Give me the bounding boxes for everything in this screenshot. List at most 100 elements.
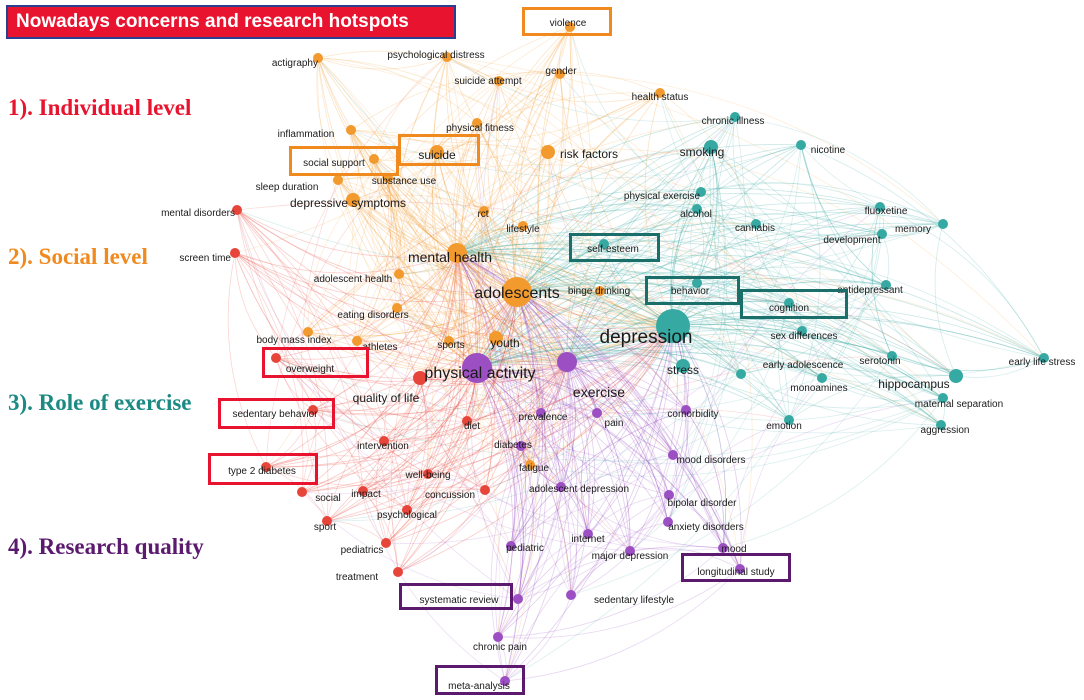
network-edge bbox=[700, 191, 944, 399]
network-edge bbox=[456, 252, 942, 426]
keyword-node-longitudinal-study bbox=[735, 564, 745, 574]
network-edge bbox=[510, 409, 687, 547]
keyword-label: chronic illness bbox=[702, 116, 765, 127]
network-edge bbox=[265, 455, 429, 475]
network-edge bbox=[603, 213, 883, 245]
network-edge bbox=[891, 355, 1045, 372]
network-edge bbox=[495, 325, 674, 349]
network-edge bbox=[466, 151, 549, 422]
network-edge bbox=[696, 282, 942, 426]
network-edge bbox=[406, 377, 427, 511]
network-edge bbox=[566, 361, 669, 523]
keyword-node-early-adolescence bbox=[736, 369, 746, 379]
network-edge bbox=[596, 290, 610, 414]
network-edge bbox=[406, 151, 457, 511]
network-edge bbox=[603, 240, 1045, 359]
network-edge bbox=[516, 282, 957, 377]
highlight-box-meta-analysis bbox=[435, 665, 525, 695]
keyword-label: pediatric bbox=[506, 543, 544, 554]
network-edge bbox=[373, 158, 401, 275]
network-edge bbox=[566, 208, 698, 363]
network-edge bbox=[667, 454, 678, 523]
network-edge bbox=[566, 281, 887, 363]
network-edge bbox=[740, 284, 887, 375]
network-edge bbox=[431, 56, 478, 369]
keyword-node-fatigue bbox=[525, 460, 535, 470]
network-edge bbox=[373, 56, 448, 160]
keyword-label: internet bbox=[571, 534, 605, 545]
network-edge bbox=[326, 252, 458, 522]
keyword-label: type 2 diabetes bbox=[228, 466, 296, 477]
network-edge bbox=[871, 206, 893, 357]
network-edge bbox=[398, 73, 561, 275]
network-edge bbox=[800, 144, 944, 225]
network-edge bbox=[446, 56, 674, 327]
network-edge bbox=[326, 520, 387, 544]
network-edge bbox=[456, 151, 549, 254]
network-edge bbox=[667, 325, 689, 523]
keyword-node-screen-time bbox=[230, 248, 240, 258]
keyword-node-risk-factors bbox=[541, 145, 555, 159]
network-edge bbox=[350, 129, 485, 212]
network-edge bbox=[456, 209, 757, 254]
network-edge bbox=[385, 454, 674, 544]
network-edge bbox=[497, 568, 741, 639]
network-edge bbox=[387, 177, 568, 363]
network-edge bbox=[275, 357, 568, 387]
network-edge bbox=[659, 92, 753, 570]
network-edge bbox=[476, 367, 589, 535]
keyword-label: mental disorders bbox=[161, 208, 235, 219]
network-edge bbox=[800, 144, 957, 377]
level-role-of-exercise: 3). Role of exercise bbox=[8, 390, 192, 415]
network-edge bbox=[356, 340, 542, 414]
network-edge bbox=[510, 325, 674, 547]
network-edge bbox=[476, 122, 631, 552]
keyword-node-fluoxetine bbox=[875, 202, 885, 212]
network-edge bbox=[566, 333, 957, 377]
network-edge bbox=[387, 177, 450, 342]
network-edge bbox=[510, 412, 544, 547]
keyword-node-social-support bbox=[369, 154, 379, 164]
network-edge bbox=[406, 367, 478, 511]
network-edge bbox=[566, 282, 698, 363]
network-edge bbox=[476, 367, 589, 535]
keyword-node-maternal-separation bbox=[938, 393, 948, 403]
network-edge bbox=[456, 252, 542, 414]
keyword-label: substance use bbox=[372, 176, 437, 187]
keyword-label: fatigue bbox=[519, 463, 549, 474]
network-edge bbox=[307, 252, 458, 333]
network-edge bbox=[456, 252, 742, 375]
network-edge bbox=[362, 367, 478, 492]
network-edge bbox=[352, 164, 702, 201]
network-edge bbox=[516, 291, 598, 414]
network-edge bbox=[788, 374, 957, 421]
keyword-node-health-status bbox=[655, 88, 665, 98]
keyword-label: prevalence bbox=[519, 412, 568, 423]
network-edge bbox=[317, 57, 549, 153]
network-edge bbox=[700, 191, 883, 237]
keyword-label: health status bbox=[632, 92, 689, 103]
network-edge bbox=[516, 291, 942, 426]
network-edge bbox=[326, 365, 684, 522]
keyword-label: concussion bbox=[425, 490, 475, 501]
network-edge bbox=[397, 445, 522, 573]
network-edge bbox=[566, 361, 741, 570]
network-edge bbox=[690, 191, 702, 284]
network-edge bbox=[599, 277, 1045, 359]
network-edge bbox=[362, 473, 429, 492]
network-edge bbox=[317, 57, 486, 491]
keyword-node-physical-activity bbox=[462, 353, 492, 383]
network-edge bbox=[356, 92, 661, 342]
network-edge bbox=[522, 26, 573, 227]
keyword-node-inflammation bbox=[346, 125, 356, 135]
keyword-label: serotonin bbox=[859, 356, 900, 367]
network-edge bbox=[369, 158, 398, 309]
network-edge bbox=[603, 243, 957, 377]
network-edge bbox=[476, 233, 883, 369]
keyword-node-gender bbox=[555, 69, 565, 79]
network-edge bbox=[516, 291, 670, 496]
network-edge bbox=[696, 208, 803, 332]
network-edge bbox=[494, 337, 531, 466]
keyword-node-monoamines bbox=[817, 373, 827, 383]
